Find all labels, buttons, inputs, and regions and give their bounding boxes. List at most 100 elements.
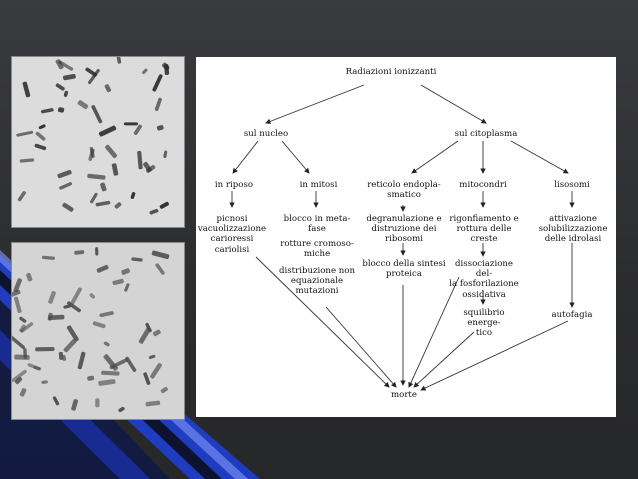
chromosome-shape [105, 144, 118, 159]
chromosome-photo-top [11, 56, 185, 228]
chromosome-shape [85, 67, 98, 77]
chromosome-shape [41, 255, 56, 260]
chromosome-shape [17, 191, 26, 202]
chromosome-shape [58, 60, 74, 71]
node-lyso-autophagy: autofagia [551, 310, 593, 320]
chromosome-shape [74, 250, 85, 255]
node-cytoplasm: sul citoplasma [454, 129, 518, 139]
chromosome-shape [114, 202, 122, 209]
chromosome-shape [155, 263, 165, 275]
chromosome-shape [95, 398, 100, 408]
chromosome-shape [164, 64, 170, 75]
chromosome-shape [71, 399, 79, 411]
arrow-rest-death [255, 256, 390, 388]
chromosome-shape [118, 406, 125, 413]
chromosome-shape [145, 400, 161, 407]
chromosome-shape [111, 163, 119, 176]
node-mitochondria: mitocondri [459, 180, 507, 190]
chromosome-shape [89, 293, 95, 299]
chromosome-shape [19, 324, 26, 333]
chromosome-shape [88, 148, 95, 161]
chromosome-shape [154, 97, 162, 111]
node-mito-dissociation: dissociazione del- la fosforilazione oss… [449, 259, 519, 300]
flow-diagram: Radiazioni ionizzanti sul nucleo sul cit… [196, 57, 616, 417]
chromosome-shape [150, 362, 162, 379]
chromosome-shape [91, 105, 103, 124]
chromosome-shape [19, 158, 35, 163]
node-lysosomes: lisosomi [554, 180, 590, 190]
chromosome-shape [96, 264, 109, 273]
chromosome-shape [125, 356, 137, 372]
chromosome-shape [152, 74, 163, 92]
chromosome-shape [95, 200, 111, 207]
chromosome-shape [62, 73, 76, 81]
arrow-cyto-lysosomes [510, 140, 569, 174]
chromosome-shape [148, 354, 156, 360]
node-root: Radiazioni ionizzanti [345, 67, 437, 77]
chromosome-shape [163, 150, 168, 159]
chromosome-shape [48, 290, 56, 304]
node-lyso-activation: attivazione solubilizzazione delle idrol… [538, 214, 608, 245]
chromosome-shape [55, 83, 65, 91]
arrow-root-nucleus [265, 84, 365, 124]
chromosome-shape [22, 81, 31, 98]
chromosome-shape [63, 90, 69, 97]
chromosome-shape [77, 351, 86, 370]
chromosome-shape [35, 131, 46, 141]
node-mitosis: in mitosi [299, 180, 338, 190]
arrow-nucleus-rest [232, 140, 259, 174]
chromosome-shape [124, 283, 130, 292]
chromosome-shape [160, 386, 168, 394]
chromosome-shape [40, 108, 54, 114]
arrow-mitosis-death [325, 306, 397, 388]
chromosome-shape [130, 192, 136, 199]
chromosome-shape [98, 125, 117, 137]
node-reticulum-block: blocco della sintesi proteica [362, 259, 446, 280]
arrow-imbalance-death [413, 331, 475, 388]
node-nucleus: sul nucleo [243, 129, 289, 139]
chromosome-shape [55, 59, 64, 70]
chromosome-shape [99, 311, 114, 318]
chromosome-shape [87, 375, 95, 381]
chromosome-shape [57, 107, 65, 113]
chromosome-shape [70, 287, 82, 306]
chromosome-shape [16, 130, 34, 137]
node-rest: in riposo [214, 180, 254, 190]
node-reticulum: reticolo endopla- smatico [367, 180, 441, 201]
chromosome-shape [87, 173, 106, 180]
chromosome-shape [131, 257, 143, 262]
chromosome-shape [41, 380, 48, 384]
chromosome-shape [14, 296, 22, 314]
node-death: morte [391, 390, 417, 400]
chromosome-shape [14, 376, 23, 385]
chromosome-shape [27, 363, 41, 371]
node-rest-effects: picnosi vacuolizzazione carioressi cario… [197, 214, 267, 255]
chromosome-shape [58, 351, 64, 360]
chromosome-shape [66, 325, 79, 342]
node-mito-imbalance: squilibrio energe- tico [463, 308, 505, 339]
chromosome-shape [156, 125, 164, 131]
chromosome-shape [121, 268, 130, 275]
chromosome-shape [19, 388, 27, 397]
chromosome-shape [112, 278, 124, 286]
chromosome-shape [12, 289, 21, 301]
chromosome-shape [38, 124, 46, 130]
chromosome-shape [103, 341, 110, 347]
chromosome-shape [137, 150, 143, 170]
chromosome-shape [14, 354, 30, 360]
chromosome-shape [63, 339, 77, 353]
diagram-arrows [229, 84, 575, 391]
chromosome-shape [59, 182, 73, 190]
chromosome-shape [63, 304, 72, 309]
chromosome-shape [35, 347, 55, 352]
chromosome-shape [13, 278, 22, 293]
chromosome-shape [104, 84, 112, 93]
chromosome-shape [143, 161, 152, 173]
chromosome-shape [92, 321, 106, 329]
node-mitosis-block: blocco in meta- fase [283, 214, 351, 235]
chromosome-spread-bottom [12, 247, 170, 413]
chromosome-shape [66, 301, 81, 313]
chromosome-shape [12, 335, 26, 350]
chromosome-shape [101, 370, 120, 376]
